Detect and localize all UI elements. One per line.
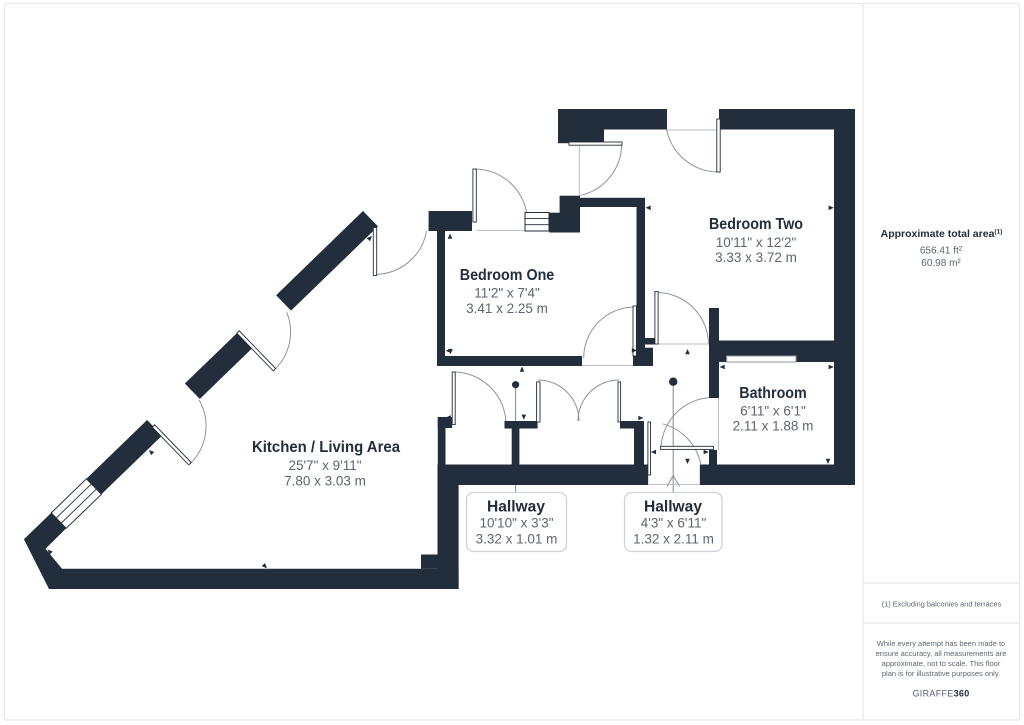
svg-text:plan is for illustrative purpo: plan is for illustrative purposes only.	[882, 669, 1000, 678]
svg-text:Kitchen / Living Area: Kitchen / Living Area	[252, 439, 400, 456]
svg-text:approximate, not to scale. Thi: approximate, not to scale. This floor	[882, 659, 1001, 668]
svg-text:While every attempt has been m: While every attempt has been made to	[877, 639, 1005, 648]
svg-text:Bedroom Two: Bedroom Two	[709, 216, 803, 233]
svg-text:4'3" x 6'11": 4'3" x 6'11"	[641, 516, 707, 531]
svg-text:10'11" x 12'2": 10'11" x 12'2"	[716, 235, 797, 250]
svg-text:2.11 x 1.88 m: 2.11 x 1.88 m	[733, 419, 814, 434]
svg-text:3.41 x 2.25 m: 3.41 x 2.25 m	[466, 301, 548, 316]
svg-text:3.33 x 3.72 m: 3.33 x 3.72 m	[715, 250, 797, 265]
svg-text:Hallway: Hallway	[487, 499, 545, 516]
svg-text:25'7" x 9'11": 25'7" x 9'11"	[288, 458, 361, 473]
svg-text:10'10" x 3'3": 10'10" x 3'3"	[479, 516, 553, 531]
svg-text:6'11" x 6'1": 6'11" x 6'1"	[740, 404, 806, 419]
svg-text:Hallway: Hallway	[644, 499, 702, 516]
svg-text:Bathroom: Bathroom	[739, 385, 807, 402]
svg-text:GIRAFFE360: GIRAFFE360	[912, 689, 969, 699]
svg-text:Approximate total area(1): Approximate total area(1)	[881, 228, 1003, 240]
svg-text:656.41 ft²: 656.41 ft²	[920, 246, 963, 257]
svg-text:ensure accuracy, all measureme: ensure accuracy, all measurements are	[876, 649, 1007, 658]
svg-text:1.32 x 2.11 m: 1.32 x 2.11 m	[633, 532, 714, 547]
svg-text:7.80 x 3.03 m: 7.80 x 3.03 m	[284, 474, 366, 489]
svg-text:60.98 m²: 60.98 m²	[921, 258, 961, 269]
svg-text:(1) Excluding balconies and te: (1) Excluding balconies and terraces	[882, 600, 1002, 609]
svg-text:Bedroom One: Bedroom One	[460, 267, 555, 284]
svg-text:11'2" x 7'4": 11'2" x 7'4"	[474, 286, 540, 301]
svg-text:3.32 x 1.01 m: 3.32 x 1.01 m	[476, 532, 558, 547]
